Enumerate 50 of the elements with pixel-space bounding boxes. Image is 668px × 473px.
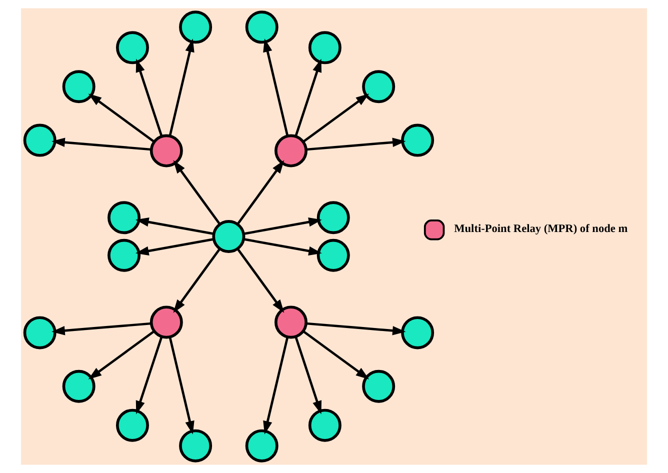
node-circle (116, 31, 149, 64)
arrow (302, 94, 370, 143)
arrow (136, 58, 163, 137)
arrow (244, 238, 322, 256)
arrow (302, 330, 370, 380)
node-circle (274, 306, 308, 339)
arrow (306, 138, 406, 151)
node-circle (212, 220, 246, 253)
node-circle (245, 10, 278, 44)
arrow (136, 217, 214, 235)
node-circle (401, 316, 434, 350)
arrow (236, 160, 284, 225)
arrow (294, 58, 322, 137)
node-circle (316, 201, 350, 234)
node-circle (401, 124, 434, 157)
arrow (136, 336, 163, 414)
arrow (173, 248, 221, 313)
node-circle (150, 134, 183, 168)
legend-label: Multi-Point Relay (MPR) of node m (454, 222, 628, 235)
node-circle (179, 10, 212, 44)
arrow (136, 238, 214, 256)
arrow (306, 322, 406, 336)
arrow (236, 248, 284, 313)
node-circle (274, 134, 308, 168)
node-circle (245, 429, 278, 462)
node-circle (23, 124, 56, 157)
node-circle (62, 370, 96, 403)
arrow (52, 138, 152, 151)
arrow (294, 336, 322, 414)
arrow (263, 38, 289, 136)
node-circle (116, 408, 149, 442)
arrow (88, 330, 155, 380)
arrow (173, 160, 221, 225)
node-circle (23, 316, 56, 350)
node-circle (108, 201, 141, 234)
node-circle (150, 306, 183, 339)
node-circle (362, 70, 396, 104)
arrow (168, 336, 194, 434)
arrow (244, 217, 322, 235)
node-circle (316, 238, 350, 272)
node-circle (179, 429, 212, 462)
node-circle (108, 238, 141, 272)
node-circle (362, 370, 396, 403)
arrow (168, 38, 194, 136)
node-circle (308, 31, 342, 64)
arrow (52, 322, 152, 336)
arrow (88, 94, 155, 143)
node-circle (62, 70, 96, 104)
arrow (263, 336, 289, 434)
node-circle (308, 408, 342, 442)
